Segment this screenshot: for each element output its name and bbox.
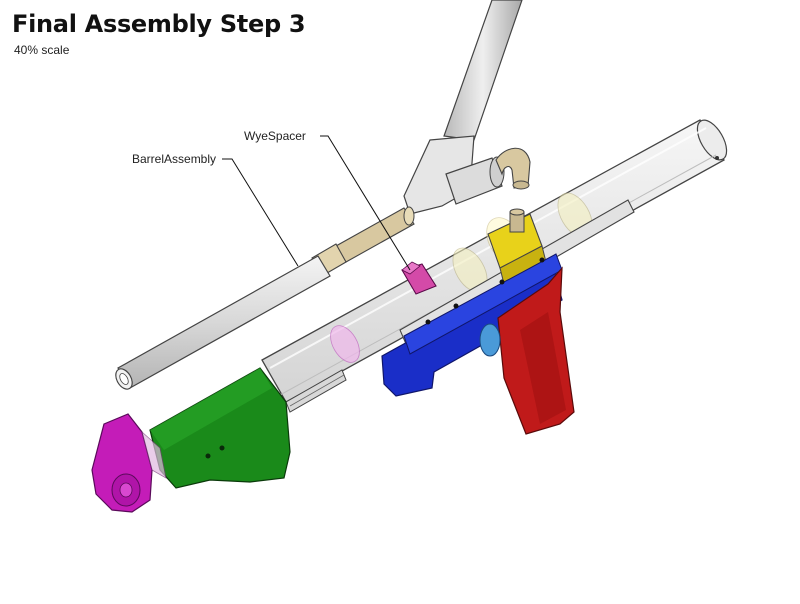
elbow-fitting — [495, 147, 531, 190]
leader-lines — [222, 135, 411, 271]
wye-spacer-part — [401, 261, 437, 295]
pistol-grip — [479, 266, 575, 435]
trigger-housing — [381, 253, 563, 397]
stock — [149, 367, 291, 489]
clamp-block — [487, 208, 547, 285]
end-cap — [91, 413, 167, 513]
feed-tube — [443, 0, 523, 141]
page-title: Final Assembly Step 3 — [12, 10, 306, 38]
barrel-coupler — [311, 206, 415, 277]
scale-note: 40% scale — [14, 43, 70, 57]
barrel-assembly — [115, 255, 331, 390]
barrel-assembly-label: BarrelAssembly — [132, 152, 217, 166]
wye-fitting — [403, 135, 505, 215]
wye-spacer-label: WyeSpacer — [244, 129, 306, 143]
